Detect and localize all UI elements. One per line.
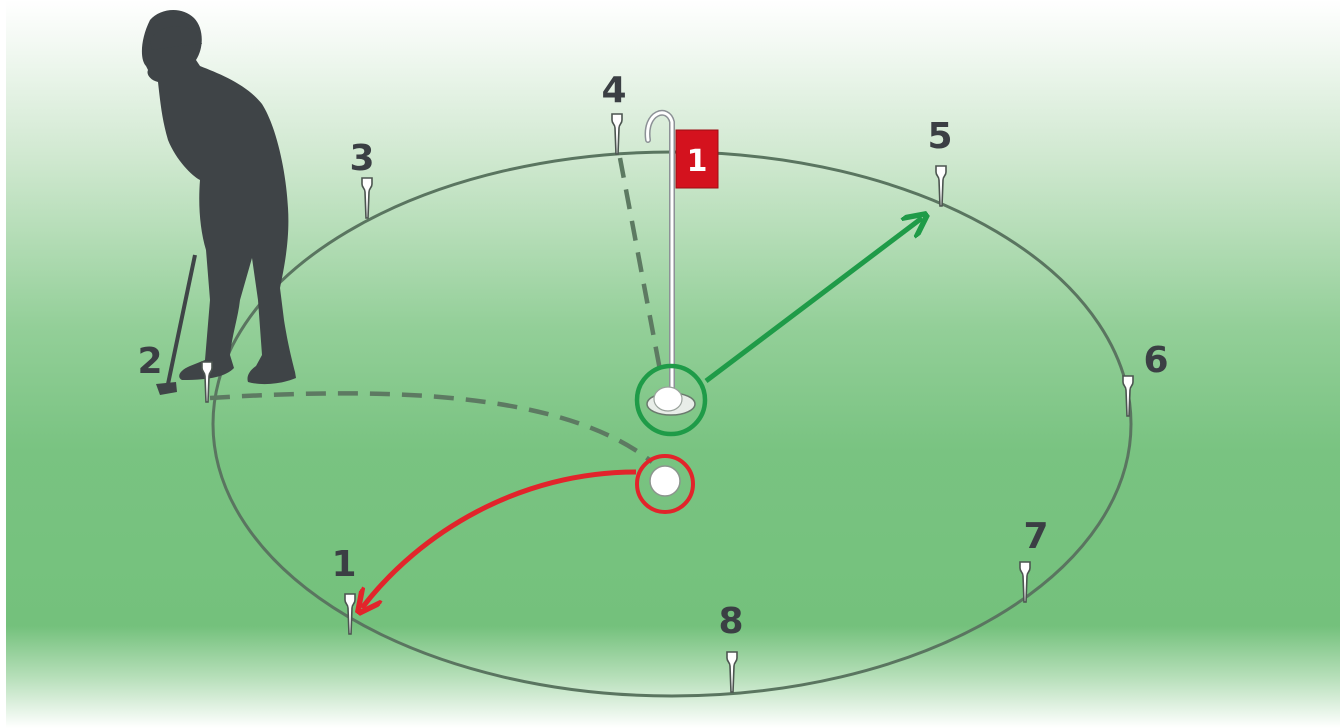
ball-ring xyxy=(635,454,695,514)
tee-marker-5 xyxy=(935,165,947,207)
hole xyxy=(646,386,696,416)
golf-ball xyxy=(649,465,681,497)
hole-target-ring xyxy=(634,363,708,437)
tee-label-4: 4 xyxy=(601,70,626,111)
tee-marker-6 xyxy=(1122,375,1134,417)
dashed-path-tee-4 xyxy=(617,157,663,371)
tee-label-1: 1 xyxy=(331,544,356,585)
golfer-silhouette xyxy=(141,9,296,385)
red-arrow-to-tee-1 xyxy=(362,469,637,608)
tee-marker-4 xyxy=(611,113,623,155)
tee-marker-1 xyxy=(344,593,356,635)
putter-head xyxy=(156,382,177,395)
tee-label-8: 8 xyxy=(718,601,743,642)
tee-marker-7 xyxy=(1019,561,1031,603)
tee-marker-8 xyxy=(726,651,738,693)
tee-marker-3 xyxy=(361,177,373,219)
tee-label-6: 6 xyxy=(1143,340,1168,381)
tee-label-7: 7 xyxy=(1023,516,1048,557)
flag xyxy=(675,129,719,189)
tee-label-3: 3 xyxy=(349,138,374,179)
green-arrow-to-tee-5 xyxy=(704,218,922,383)
tee-marker-2 xyxy=(201,361,213,403)
flag-number: 1 xyxy=(687,144,708,179)
tee-label-2: 2 xyxy=(137,341,162,382)
dashed-path-tee-2 xyxy=(209,391,654,464)
tee-label-5: 5 xyxy=(927,116,952,157)
flagstick xyxy=(644,109,675,395)
putter-shaft xyxy=(166,254,197,385)
